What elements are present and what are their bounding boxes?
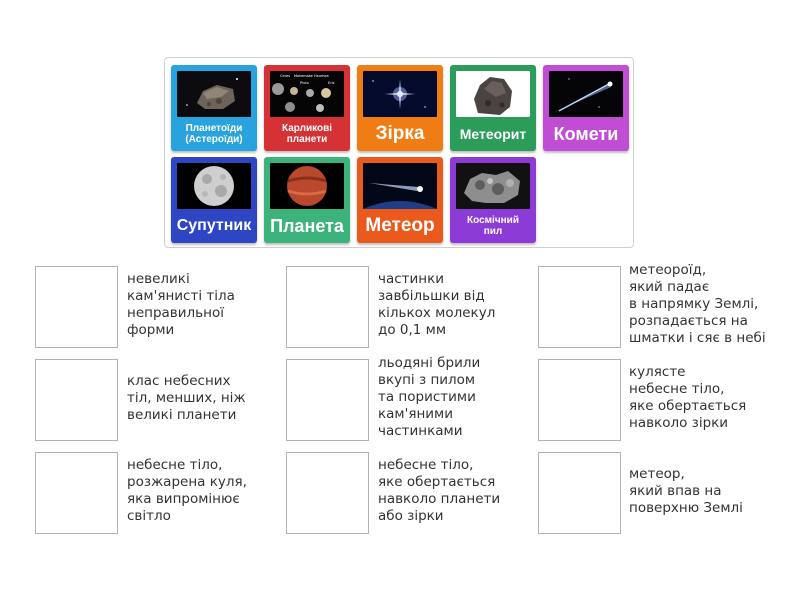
meteor-image — [363, 163, 437, 209]
tile-dwarf-planets[interactable]: Ceres Makemake Haumea Pluto Eris Карлико… — [264, 65, 350, 151]
tile-label: Супутник — [176, 216, 252, 234]
star-image — [363, 71, 437, 117]
drop-slot-7[interactable] — [35, 452, 118, 534]
tile-meteorite[interactable]: Метеорит — [450, 65, 536, 151]
tile-label: Метеор — [365, 215, 435, 237]
comet-image — [549, 71, 623, 117]
drop-slot-5[interactable] — [286, 359, 369, 441]
asteroid-image — [177, 71, 251, 117]
tile-label: Планетоїди (Астероїди) — [185, 122, 243, 146]
definition-5: льодяні брили вкупі з пилом та пористими… — [378, 355, 481, 439]
drop-slot-4[interactable] — [35, 359, 118, 441]
tile-label: Карликові планети — [281, 122, 333, 146]
tile-label: Метеорит — [459, 125, 527, 142]
inset-label-haumea: Haumea — [314, 74, 329, 78]
inset-label-ceres: Ceres — [280, 74, 290, 78]
drop-slot-9[interactable] — [538, 452, 621, 534]
definition-9: метеор, який впав на поверхню Землі — [629, 466, 743, 516]
tile-label: Планета — [270, 215, 344, 236]
tile-planet[interactable]: Планета — [264, 157, 350, 243]
moon-image — [177, 163, 251, 209]
drop-slot-1[interactable] — [35, 266, 118, 348]
drop-slot-2[interactable] — [286, 266, 369, 348]
cosmic-dust-image — [456, 163, 530, 209]
definition-2: частинки завбільшки від кількох молекул … — [378, 271, 496, 338]
tile-star[interactable]: Зірка — [357, 65, 443, 151]
tile-label: Комети — [553, 123, 619, 144]
definition-8: небесне тіло, яке обертається навколо пл… — [378, 457, 501, 524]
definition-1: невеликі кам'янисті тіла неправильної фо… — [127, 271, 235, 338]
definition-6: кулясте небесне тіло, яке обертається на… — [629, 364, 747, 431]
tile-comets[interactable]: Комети — [543, 65, 629, 151]
definition-4: клас небесних тіл, менших, ніж великі пл… — [127, 373, 246, 423]
tile-asteroids[interactable]: Планетоїди (Астероїди) — [171, 65, 257, 151]
tile-label: Зірка — [375, 123, 425, 145]
tile-label: Космічний пил — [467, 214, 519, 238]
dwarf-planets-image: Ceres Makemake Haumea Pluto Eris — [270, 71, 344, 117]
tile-meteor[interactable]: Метеор — [357, 157, 443, 243]
meteorite-image — [456, 71, 530, 117]
drop-slot-6[interactable] — [538, 359, 621, 441]
planet-image — [270, 163, 344, 209]
inset-label-makemake: Makemake — [294, 74, 313, 78]
inset-label-pluto: Pluto — [300, 81, 309, 85]
inset-label-eris: Eris — [328, 81, 335, 85]
drop-slot-8[interactable] — [286, 452, 369, 534]
tile-cosmic-dust[interactable]: Космічний пил — [450, 157, 536, 243]
tile-satellite[interactable]: Супутник — [171, 157, 257, 243]
definition-7: небесне тіло, розжарена куля, яка випром… — [127, 457, 247, 524]
drop-slot-3[interactable] — [538, 266, 621, 348]
definition-3: метеороїд, який падає в напрямку Землі, … — [629, 262, 766, 346]
